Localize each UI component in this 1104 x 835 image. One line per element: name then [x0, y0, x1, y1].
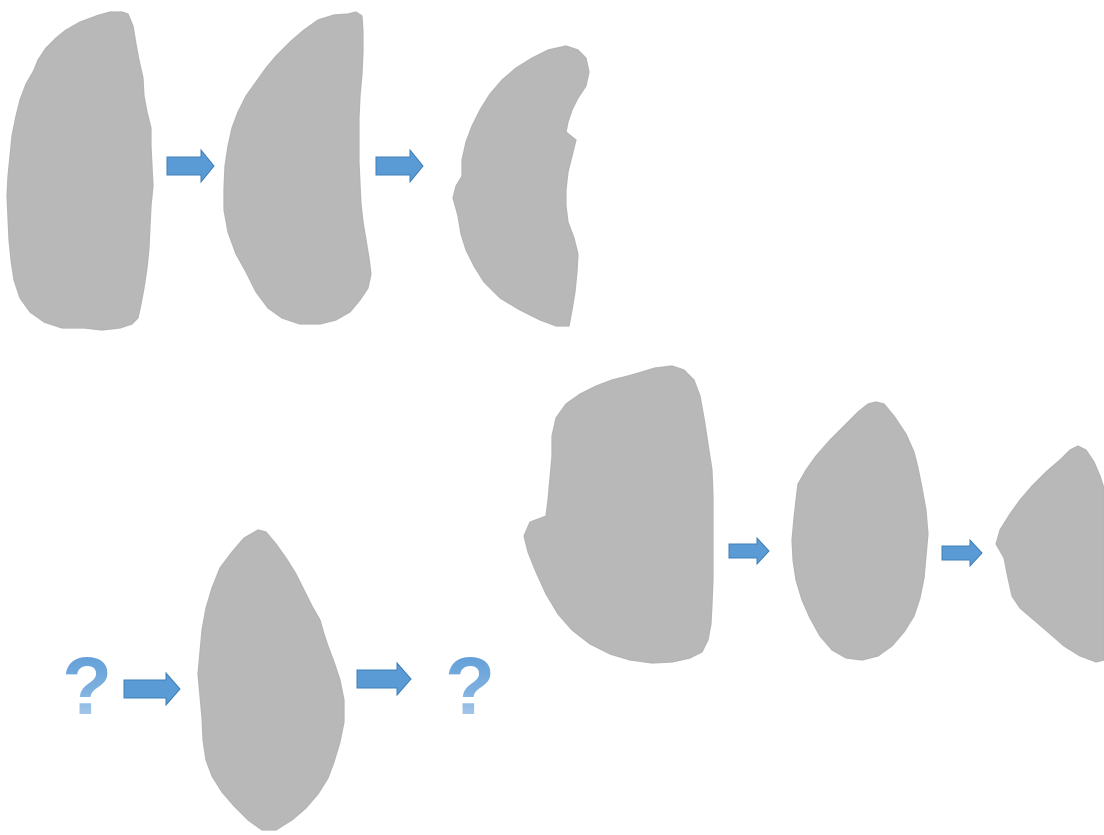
stone-shape-right-2 [792, 402, 928, 660]
right-arrow-icon [729, 538, 769, 564]
right-arrow-icon [376, 150, 423, 182]
right-arrow-icon [124, 673, 180, 705]
question-mark-icon: ? [445, 646, 495, 728]
stone-shape-top-1 [7, 12, 153, 330]
puzzle-sequence [124, 530, 411, 830]
right-arrow-icon [942, 540, 982, 566]
stone-shape-top-2 [224, 12, 371, 324]
stone-shape-puzzle [198, 530, 344, 830]
question-mark-icon: ? [62, 646, 112, 728]
stone-shape-right-1 [524, 366, 713, 663]
right-arrow-icon [357, 663, 411, 695]
top-sequence [7, 12, 589, 330]
right-arrow-icon [167, 150, 214, 182]
stone-shape-right-3 [996, 446, 1104, 662]
right-sequence [524, 366, 1104, 663]
stone-shape-top-3 [453, 46, 589, 326]
